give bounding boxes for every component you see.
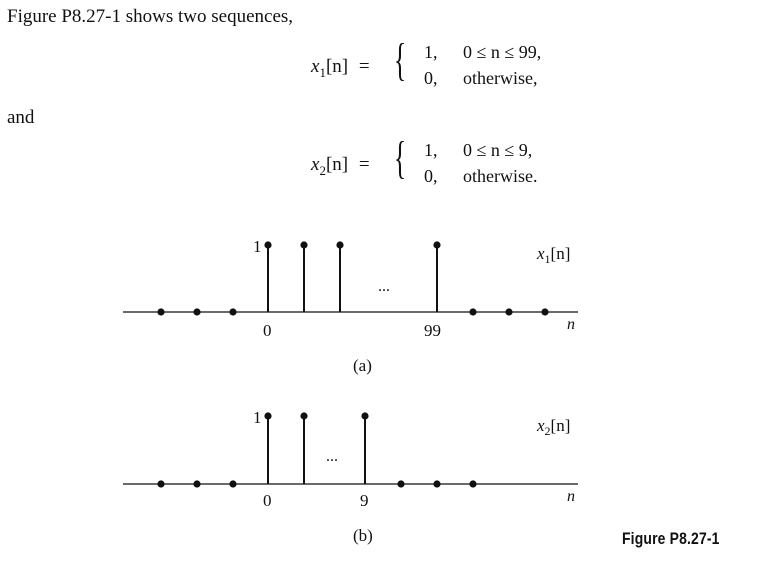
- eq1-case1-value: 1,: [424, 42, 438, 62]
- and-text: and: [7, 107, 35, 128]
- panel-a-zero-sample: [469, 308, 477, 316]
- panel-a-stem-head: [336, 241, 344, 249]
- panel-a-tick-end: 99: [424, 321, 441, 340]
- panel-b-stem-head: [300, 412, 308, 420]
- panel-a-signal-name: x1[n]: [536, 244, 570, 266]
- eq2-case2-value: 0,: [424, 166, 438, 186]
- panel-a-label: (a): [353, 356, 372, 375]
- eq1-case2-condition: otherwise,: [463, 68, 538, 88]
- panel-b-signal-name: x2[n]: [536, 416, 570, 438]
- eq1-case2-value: 0,: [424, 68, 438, 88]
- panel-a-amplitude-label: 1: [253, 237, 262, 256]
- eq1-lhs: x1[n] =: [311, 56, 370, 80]
- panel-b-zero-sample: [193, 480, 201, 488]
- panel-b-zero-sample: [157, 480, 165, 488]
- panel-a-zero-sample: [505, 308, 513, 316]
- panel-a-ellipsis: ...: [378, 278, 390, 295]
- panel-a-zero-sample: [229, 308, 237, 316]
- panel-b-label: (b): [353, 526, 373, 545]
- panel-a-zero-sample: [157, 308, 165, 316]
- figure-caption: Figure P8.27-1: [622, 529, 720, 548]
- panel-a-stem-head: [264, 241, 272, 249]
- panel-b-zero-sample: [229, 480, 237, 488]
- panel-a-tick-start: 0: [263, 321, 272, 340]
- eq2-case1-value: 1,: [424, 140, 438, 160]
- panel-b-stem-head: [264, 412, 272, 420]
- panel-b-zero-sample: [433, 480, 441, 488]
- panel-a-zero-sample: [541, 308, 549, 316]
- eq2-lhs: x2[n] =: [311, 154, 370, 178]
- panel-a-plot: 1 ... 0 99 n x1[n] (a): [123, 237, 578, 375]
- panel-b-stem-head: [361, 412, 369, 420]
- panel-a-stem-head: [300, 241, 308, 249]
- eq2-case1-condition: 0 ≤ n ≤ 9,: [463, 140, 533, 160]
- eq2-case2-condition: otherwise.: [463, 166, 538, 186]
- eq1-brace: {: [394, 34, 407, 85]
- panel-b-tick-start: 0: [263, 491, 272, 510]
- panel-b-axis-var: n: [567, 488, 575, 505]
- intro-text: Figure P8.27-1 shows two sequences,: [7, 6, 294, 27]
- panel-b-plot: 1 ... 0 9 n x2[n] (b): [123, 408, 578, 545]
- panel-b-ellipsis: ...: [326, 448, 338, 465]
- panel-a-axis-var: n: [567, 316, 575, 333]
- panel-b-zero-sample: [397, 480, 405, 488]
- panel-b-zero-sample: [469, 480, 477, 488]
- panel-b-amplitude-label: 1: [253, 408, 262, 427]
- panel-b-tick-end: 9: [360, 491, 369, 510]
- panel-a-zero-sample: [193, 308, 201, 316]
- eq2-brace: {: [394, 132, 407, 183]
- eq1-case1-condition: 0 ≤ n ≤ 99,: [463, 42, 542, 62]
- panel-a-stem-head: [433, 241, 441, 249]
